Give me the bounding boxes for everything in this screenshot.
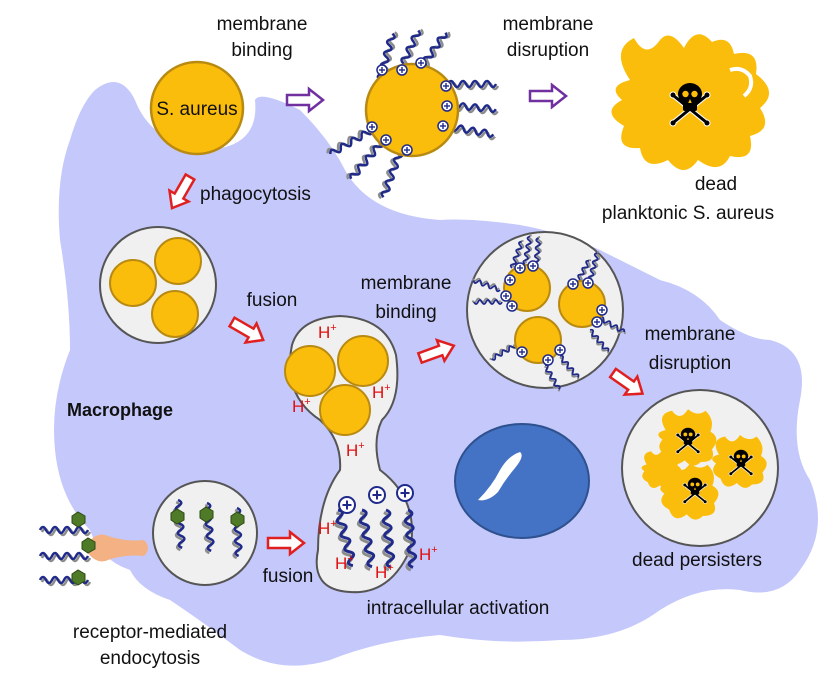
receptor-complex <box>38 511 148 587</box>
fusion-lower-label: fusion <box>263 566 314 587</box>
dead-label-line2: planktonic S. aureus <box>602 203 774 224</box>
membrane-binding-mid-line1: membrane <box>361 273 452 294</box>
phagolysosome <box>284 314 419 594</box>
purple-arrow-2-icon <box>528 83 568 109</box>
s-aureus-label: S. aureus <box>156 99 237 120</box>
dead-bacterium <box>611 34 770 171</box>
membrane-binding-top-line1: membrane <box>217 14 308 35</box>
dead-persisters-label: dead persisters <box>632 550 762 571</box>
membrane-binding-top-line2: binding <box>231 40 292 61</box>
macrophage-label: Macrophage <box>67 400 173 420</box>
intracellular-activation-label: intracellular activation <box>367 598 550 619</box>
bound-bacterium <box>324 26 500 202</box>
endosome <box>152 480 258 586</box>
membrane-disruption-top-line2: disruption <box>507 40 589 61</box>
dead-persisters-vesicle <box>621 389 779 547</box>
membrane-disruption-top-line1: membrane <box>503 14 594 35</box>
dead-label-line1: dead <box>695 174 737 195</box>
membrane-disruption-mid-line1: membrane <box>645 324 736 345</box>
receptor-label-line1: receptor-mediated <box>73 622 227 643</box>
bound-vesicle <box>466 231 628 394</box>
membrane-binding-mid-line2: binding <box>375 302 436 323</box>
nucleus <box>454 423 590 539</box>
membrane-disruption-mid-line2: disruption <box>649 353 731 374</box>
phagosome <box>99 226 217 344</box>
fusion-upper-label: fusion <box>247 290 298 311</box>
bacterium-s-aureus <box>149 60 245 156</box>
phagocytosis-label: phagocytosis <box>200 184 311 205</box>
receptor-label-line2: endocytosis <box>100 648 200 669</box>
